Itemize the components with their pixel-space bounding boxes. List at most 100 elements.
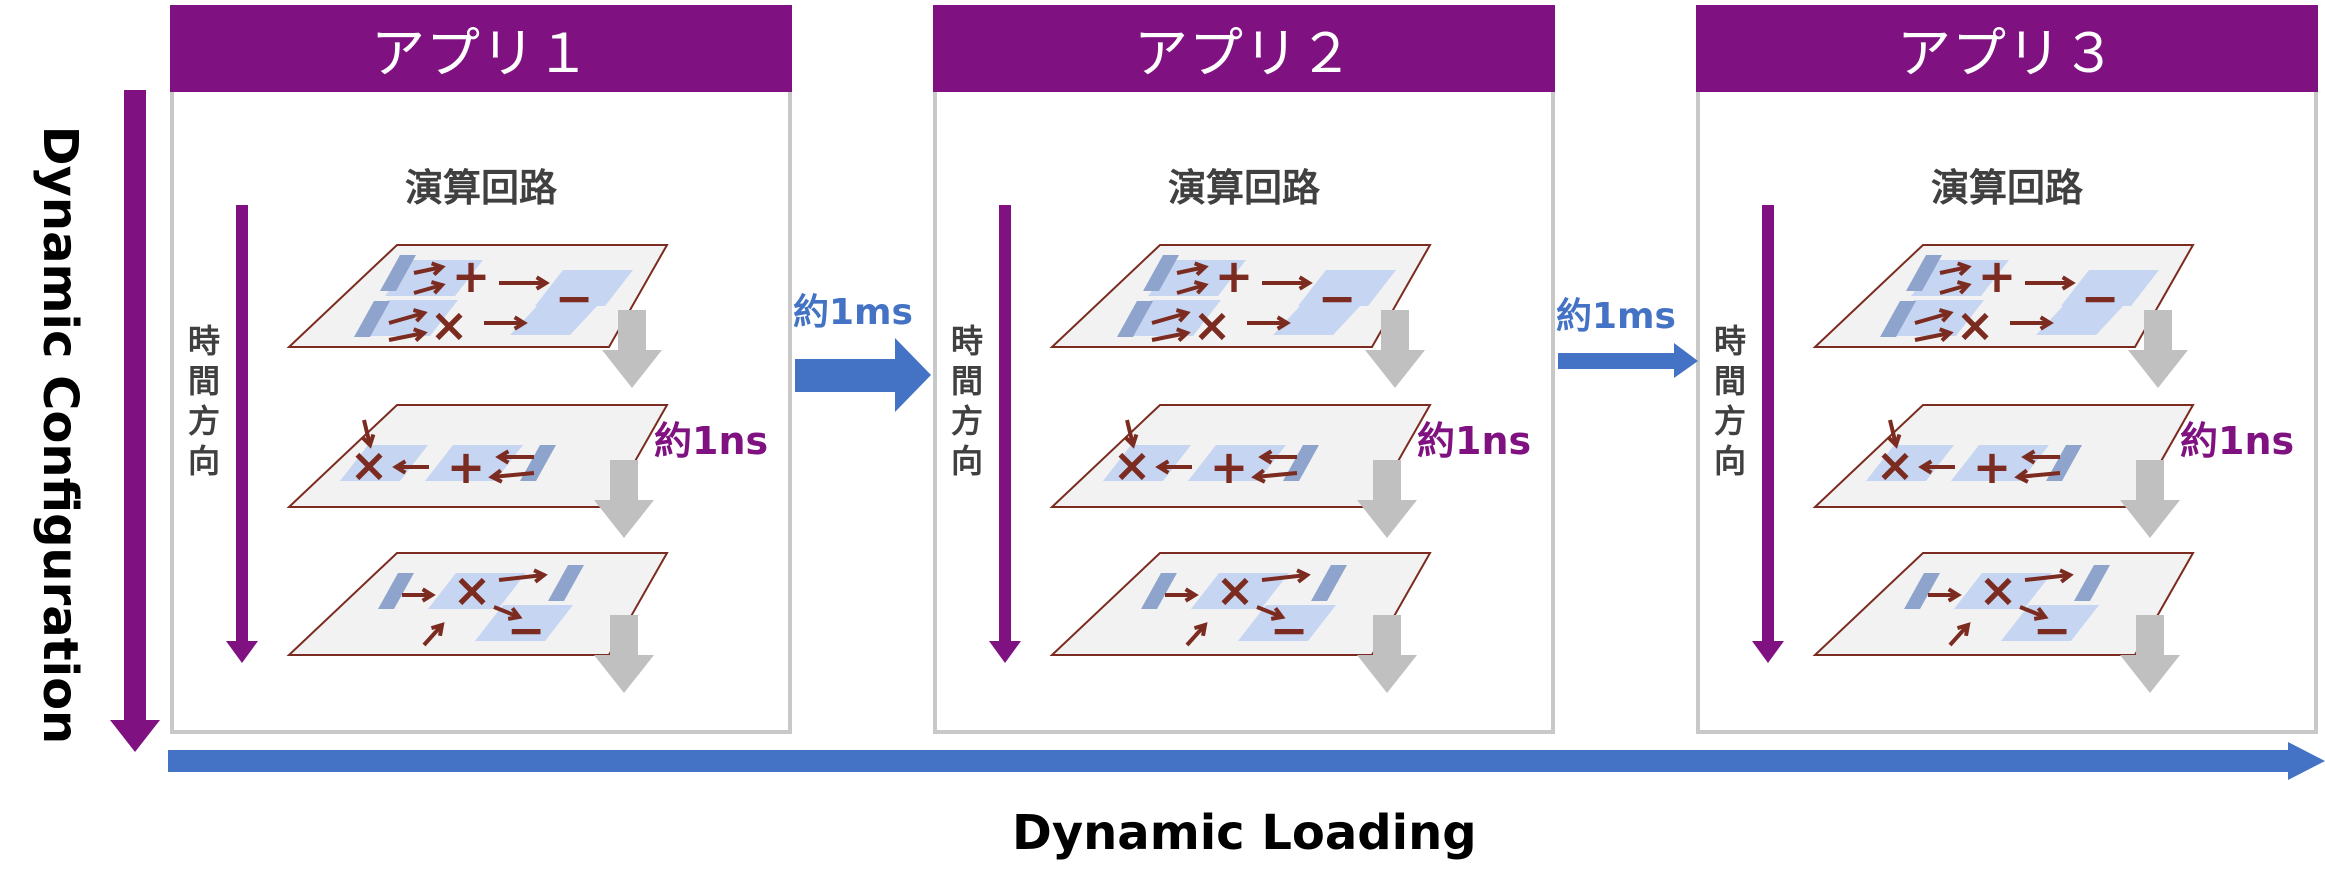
circuit-cell xyxy=(428,573,526,609)
plus-op: + xyxy=(452,249,491,303)
flow-arrowhead xyxy=(533,568,548,584)
register-bar xyxy=(1906,255,1942,291)
register-bar xyxy=(1141,573,1177,609)
app-header-3: アプリ３ xyxy=(1696,5,2318,92)
flow-arrowhead xyxy=(412,327,428,342)
minus-op: − xyxy=(2033,603,2072,657)
layer-transition-arrow xyxy=(594,615,654,693)
flow-arrow xyxy=(388,311,425,325)
circuit-cell xyxy=(475,605,573,641)
circuit-cell xyxy=(1191,573,1289,609)
flow-arrowhead xyxy=(2039,315,2054,331)
register-bar xyxy=(1311,565,1347,601)
flow-arrowhead xyxy=(1155,459,1170,475)
register-bar xyxy=(1904,573,1940,609)
circuit-cell xyxy=(510,305,598,335)
flow-arrow xyxy=(1125,419,1135,446)
circuit-cell xyxy=(1103,445,1191,481)
register-bar xyxy=(548,565,584,601)
flow-arrow xyxy=(1185,623,1207,647)
times-op: × xyxy=(1216,563,1255,617)
layer-transition-arrow xyxy=(1365,310,1425,388)
circuit-cell xyxy=(1148,260,1246,296)
flow-arrow xyxy=(1151,331,1188,342)
dynamic-loading-label: Dynamic Loading xyxy=(1012,805,1477,861)
flow-arrowhead xyxy=(430,622,445,637)
times-op: × xyxy=(350,438,389,492)
flow-arrowhead xyxy=(535,275,550,291)
register-bar xyxy=(1143,255,1179,291)
circuit-cell xyxy=(1866,445,1954,481)
plus-op: + xyxy=(447,440,486,494)
circuit-cell xyxy=(2001,605,2099,641)
layer-transition-arrow xyxy=(2120,615,2180,693)
minus-op: − xyxy=(1318,271,1357,325)
minus-op: − xyxy=(2081,271,2120,325)
minus-op: − xyxy=(507,603,546,657)
flow-arrow xyxy=(491,471,535,479)
flow-arrow xyxy=(362,419,372,446)
flow-arrow xyxy=(1914,331,1951,342)
times-op: × xyxy=(1113,438,1152,492)
flow-arrowhead xyxy=(1296,568,1311,584)
flow-arrowhead xyxy=(488,468,503,484)
times-op: × xyxy=(430,298,469,352)
flow-arrowhead xyxy=(2059,568,2074,584)
layer-transition-arrow xyxy=(594,460,654,538)
minus-op: − xyxy=(1270,603,1309,657)
time-direction-arrowhead xyxy=(226,641,258,663)
flow-arrow xyxy=(498,573,545,582)
circuit-label-3: 演算回路 xyxy=(1930,166,2083,210)
circuit-cell xyxy=(1298,270,1396,306)
circuit-layers-2: +−××+×− xyxy=(989,205,1432,693)
dynamic-loading-arrow xyxy=(168,742,2325,780)
flow-arrow xyxy=(1888,419,1898,446)
flow-arrowhead xyxy=(1251,468,1266,484)
transition-label-2: 約1ms xyxy=(1556,296,1676,337)
flow-arrow xyxy=(413,283,443,295)
register-bar xyxy=(354,301,390,337)
flow-arrow xyxy=(422,623,444,647)
flow-arrowhead xyxy=(1886,433,1902,449)
layer-transition-arrow xyxy=(2128,310,2188,388)
time-direction-label-3: 時 間 方 向 xyxy=(1713,322,1746,480)
plus-op: + xyxy=(1973,440,2012,494)
flow-arrowhead xyxy=(392,459,407,475)
app-panel-3: アプリ３ 演算回路 時 間 方 向 +−××+×− 約1ns xyxy=(1696,5,2318,734)
app-panel-1: アプリ１ 演算回路 時 間 方 向 +−××+×− 約1ns xyxy=(170,5,792,734)
flow-arrow xyxy=(413,265,443,275)
times-op: × xyxy=(1193,298,1232,352)
flow-arrowhead xyxy=(1938,327,1954,342)
transition-label-1: 約1ms xyxy=(793,292,913,333)
circuit-cell xyxy=(1954,573,2052,609)
flow-arrowhead xyxy=(1938,308,1954,323)
flow-arrowhead xyxy=(1193,261,1209,277)
time-direction-arrow xyxy=(999,205,1011,645)
minus-op: − xyxy=(555,271,594,325)
flow-arrowhead xyxy=(513,315,528,331)
time-direction-arrow xyxy=(236,205,248,645)
circuit-layers-3: +−××+×− xyxy=(1752,205,2195,693)
flow-arrowhead xyxy=(2033,606,2049,621)
time-direction-label-1: 時 間 方 向 xyxy=(187,322,220,480)
dynamic-configuration-arrow xyxy=(110,90,160,752)
flow-arrow xyxy=(1261,573,1308,582)
flow-arrowhead xyxy=(2021,449,2036,465)
flow-arrow xyxy=(1151,311,1188,325)
layer-gap-label-1: 約1ns xyxy=(654,419,769,463)
register-bar xyxy=(1117,301,1153,337)
flow-arrowhead xyxy=(1175,327,1191,342)
flow-arrowhead xyxy=(507,606,523,621)
flow-arrowhead xyxy=(1184,587,1199,603)
flow-arrow xyxy=(388,331,425,342)
flow-arrowhead xyxy=(1956,622,1971,637)
flow-arrow xyxy=(1254,471,1298,479)
flow-arrowhead xyxy=(1193,622,1208,637)
times-op: × xyxy=(1876,438,1915,492)
flow-arrowhead xyxy=(421,587,436,603)
transition-arrow-1 xyxy=(795,338,931,412)
circuit-cell xyxy=(1238,605,1336,641)
flow-arrowhead xyxy=(495,449,510,465)
dynamic-configuration-label: Dynamic Configuration xyxy=(32,125,88,745)
layer-transition-arrow xyxy=(2120,460,2180,538)
